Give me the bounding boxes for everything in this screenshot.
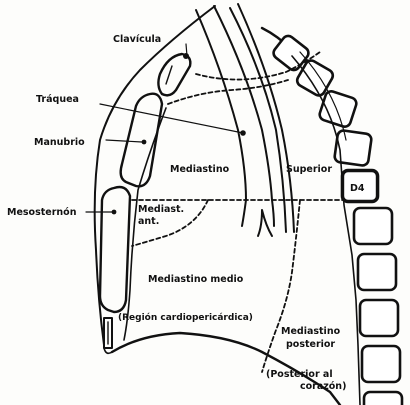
label-region-cardiopericardica: (Región cardiopericárdica) (118, 312, 253, 323)
manubrium-pointer-dot (142, 140, 147, 145)
clavicle (158, 53, 190, 95)
label-traquea: Tráquea (36, 94, 79, 105)
label-mediast-ant-2: ant. (138, 216, 159, 227)
sternum (95, 6, 215, 348)
tracheal-bifurcation (258, 210, 272, 236)
label-mediastino-posterior-2: posterior (286, 339, 335, 350)
vertebra-7 (358, 254, 396, 290)
vertebra-8 (360, 300, 398, 336)
label-mediast-ant-1: Mediast. (138, 204, 184, 215)
clavicle-bone (158, 54, 190, 95)
esophagus-back-wall (230, 8, 286, 232)
label-manubrio: Manubrio (34, 137, 85, 148)
vertebra-6 (354, 208, 392, 244)
label-mediastino-posterior-1: Mediastino (281, 326, 341, 337)
vertebra-10 (364, 392, 402, 405)
label-mesosternon: Mesosternón (7, 207, 77, 218)
trachea-leader (100, 104, 243, 133)
vertebra-9 (362, 346, 400, 382)
mesosternum-bone (100, 187, 130, 312)
label-superior: Superior (286, 164, 332, 175)
trachea-front-wall (196, 10, 246, 226)
manubrium-bone (121, 94, 162, 187)
label-d4: D4 (350, 183, 365, 194)
label-corazon: corazón) (300, 381, 346, 392)
clavicle-pointer-dot (183, 53, 189, 59)
manubrium-leader (106, 140, 142, 142)
chest-wall-outer (95, 6, 215, 345)
mesosternum-pointer-dot (112, 210, 117, 215)
label-posterior-al: (Posterior al (266, 369, 333, 380)
vertebra-3 (318, 90, 358, 128)
label-clavicula: Clavícula (113, 34, 161, 45)
clavicle-inner-line (166, 66, 172, 84)
label-mediastino-medio: Mediastino medio (148, 274, 244, 285)
label-mediastino: Mediastino (170, 164, 230, 175)
